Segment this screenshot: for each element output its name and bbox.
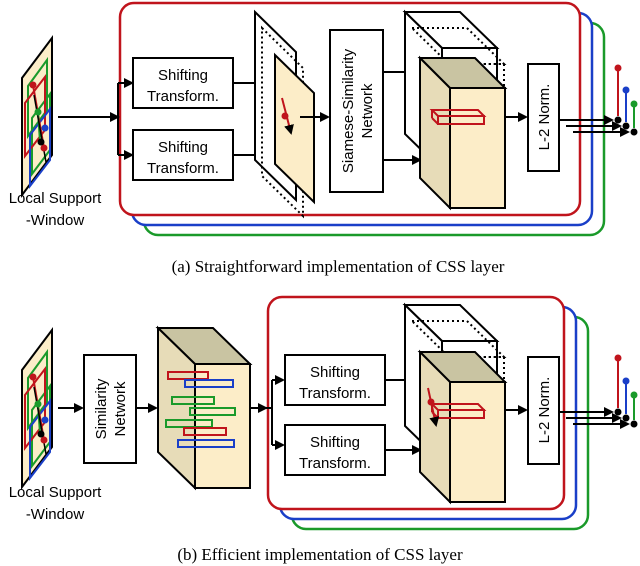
shifted-planes-a bbox=[254, 9, 315, 219]
support-window-label-a1: Local Support bbox=[9, 190, 102, 207]
l2-norm-box-a bbox=[527, 63, 560, 172]
support-window-label-a2: -Window bbox=[26, 212, 85, 229]
shift-label-top-b1: Shifting bbox=[310, 364, 360, 381]
caption-a: (a) Straightforward implementation of CS… bbox=[172, 257, 505, 276]
support-window-a bbox=[21, 35, 53, 198]
norm-label-b: L-2 Norm. bbox=[536, 377, 553, 444]
support-window-label-b1: Local Support bbox=[9, 484, 102, 501]
similarity-volume-b bbox=[155, 325, 253, 491]
shift-label-bottom-a2: Transform. bbox=[147, 160, 219, 177]
support-window-label-b2: -Window bbox=[26, 506, 85, 523]
siamese-network-box-a bbox=[329, 29, 384, 193]
feature-volume-b bbox=[402, 302, 508, 505]
panel-b: Local Support -Window Similarity Network bbox=[9, 295, 638, 564]
feature-volume-a bbox=[402, 9, 508, 211]
l2-norm-box-b bbox=[527, 356, 560, 465]
shift-label-top-a1: Shifting bbox=[158, 67, 208, 84]
similarity-network-box-b bbox=[83, 354, 137, 464]
shift-label-top-a2: Transform. bbox=[147, 88, 219, 105]
similarity-label-b2: Network bbox=[112, 381, 129, 437]
siamese-label-a1: Siamese-Similarity bbox=[340, 48, 357, 173]
shift-label-bottom-b1: Shifting bbox=[310, 434, 360, 451]
support-window-b bbox=[21, 327, 53, 490]
panel-a: Local Support -Window Shifting Transform… bbox=[9, 1, 638, 276]
shift-label-bottom-b2: Transform. bbox=[299, 455, 371, 472]
similarity-label-b1: Similarity bbox=[93, 378, 110, 439]
shift-label-bottom-a1: Shifting bbox=[158, 139, 208, 156]
norm-label-a: L-2 Norm. bbox=[536, 84, 553, 151]
shift-label-top-b2: Transform. bbox=[299, 385, 371, 402]
outputs-a bbox=[559, 64, 638, 137]
siamese-label-a2: Network bbox=[359, 83, 376, 139]
shift-box-bottom-b bbox=[284, 424, 386, 476]
outputs-b bbox=[559, 354, 638, 429]
caption-b: (b) Efficient implementation of CSS laye… bbox=[177, 545, 463, 564]
